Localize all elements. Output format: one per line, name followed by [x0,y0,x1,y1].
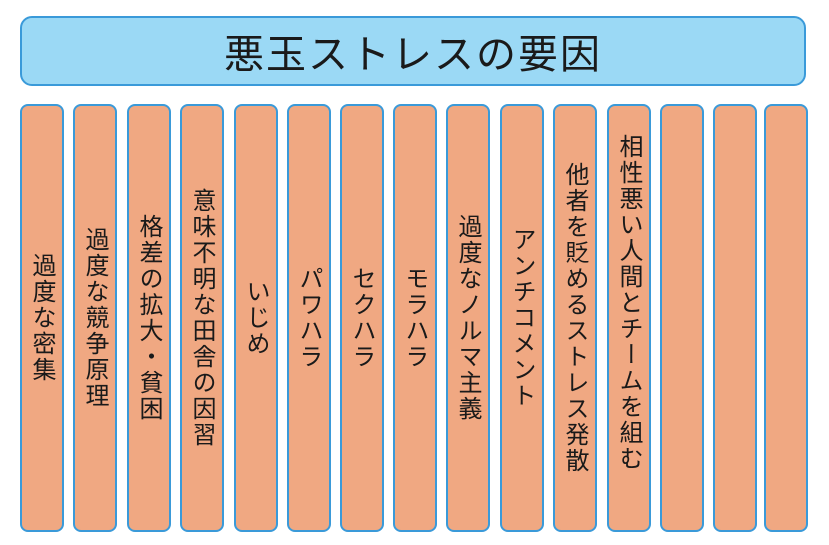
factor-label: 過度なノルマ主義 [454,214,482,422]
factor-column-4: 意味不明な田舎の因習 [180,104,224,532]
factor-column-2: 過度な競争原理 [73,104,117,532]
factor-label: 過度な競争原理 [81,227,109,409]
factor-label: いじめ [242,279,270,357]
factor-label: パワハラ [295,266,323,370]
factor-column-3: 格差の拡大・貧困 [127,104,171,532]
factor-column-8: モラハラ [393,104,437,532]
factor-column-5: いじめ [234,104,278,532]
factor-column-12: 相性悪い人間とチームを組む [607,104,651,532]
factor-column-11: 他者を貶めるストレス発散 [553,104,597,532]
factor-column-15 [764,104,808,532]
factor-column-14 [713,104,757,532]
diagram-title: 悪玉ストレスの要因 [224,32,602,78]
factor-column-7: セクハラ [340,104,384,532]
title-box: 悪玉ストレスの要因 [20,16,806,86]
factor-column-6: パワハラ [287,104,331,532]
factor-label: 格差の拡大・貧困 [135,214,163,422]
factor-label: 他者を貶めるストレス発散 [561,162,589,474]
factor-label: モラハラ [401,266,429,370]
factor-label: 過度な密集 [28,253,56,383]
factor-column-10: アンチコメント [500,104,544,532]
factor-label: 意味不明な田舎の因習 [188,188,216,448]
factor-column-13 [660,104,704,532]
factor-columns: 過度な密集 過度な競争原理 格差の拡大・貧困 意味不明な田舎の因習 いじめ パワ… [20,104,808,534]
factor-label: 相性悪い人間とチームを組む [615,134,643,472]
factor-column-1: 過度な密集 [20,104,64,532]
factor-label: セクハラ [348,266,376,370]
factor-column-9: 過度なノルマ主義 [446,104,490,532]
factor-label: アンチコメント [508,227,536,409]
